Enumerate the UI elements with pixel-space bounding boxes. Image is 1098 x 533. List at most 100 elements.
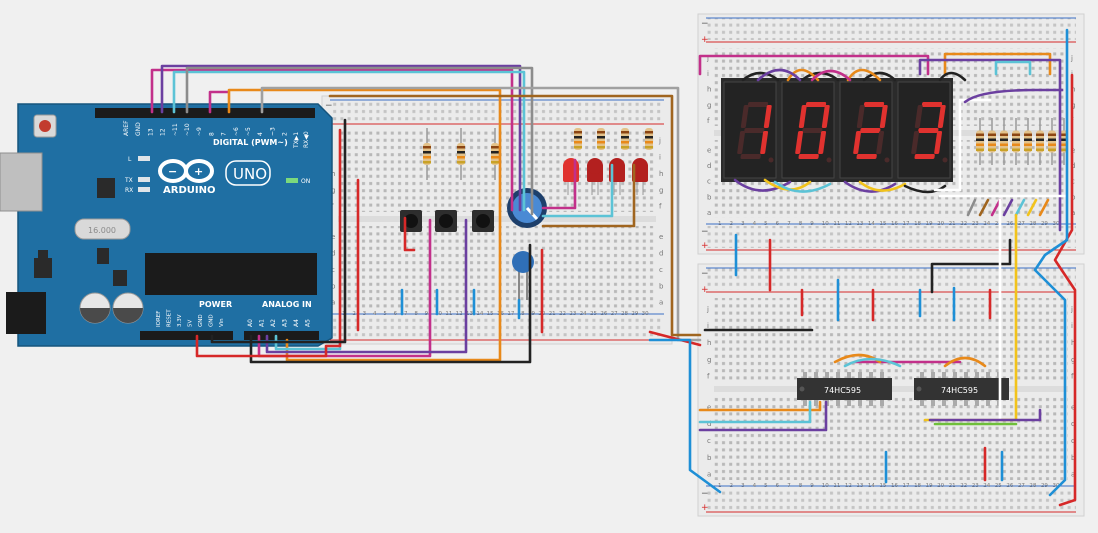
- analog-label: ANALOG IN: [262, 300, 312, 309]
- chip-pin: [858, 372, 862, 378]
- wire-black-disp-b: [903, 184, 947, 194]
- crystal: [74, 218, 131, 240]
- row-letter: j: [706, 305, 709, 313]
- arduino-infinity-logo: − +: [158, 159, 214, 183]
- digital-pin-label: ~11: [172, 123, 179, 136]
- display-resistor: [1060, 118, 1068, 165]
- resistor-band: [1024, 138, 1032, 141]
- push-button[interactable]: [472, 210, 494, 232]
- row-letter: b: [1071, 193, 1076, 201]
- chip-pin: [836, 400, 840, 406]
- segment-e: [853, 131, 862, 154]
- on-label: ON: [301, 178, 310, 185]
- column-number: 5: [764, 483, 768, 489]
- column-number: 28: [1029, 221, 1036, 227]
- column-number: 25: [995, 483, 1002, 489]
- column-number: 18: [914, 221, 921, 227]
- row-letter: j: [1070, 305, 1073, 313]
- chip-pin: [858, 400, 862, 406]
- row-letter: h: [331, 170, 335, 178]
- segment-c: [876, 131, 885, 154]
- digit-0: [737, 102, 772, 159]
- uno-badge: [225, 160, 271, 186]
- column-number: 24: [983, 221, 990, 227]
- column-number: 27: [611, 311, 618, 317]
- red-led: [587, 158, 603, 195]
- rail-bottom: [330, 316, 664, 338]
- wire-fan-7: [1038, 198, 1050, 217]
- power-header: [140, 331, 233, 340]
- wire-cyan-reg: [843, 357, 902, 368]
- column-number: 30: [642, 311, 649, 317]
- resistor-band: [597, 146, 605, 149]
- chip-pin: [920, 372, 924, 378]
- digital-pin-label: GND: [135, 122, 142, 136]
- segment-f: [914, 105, 923, 128]
- led-l-label: L: [128, 156, 132, 163]
- tx-pin-label: TX▶1: [293, 132, 300, 149]
- wire-purple-disp-top: [918, 58, 1062, 232]
- analog-pin-label: A4: [293, 319, 300, 327]
- led-rx-label: RX: [125, 187, 133, 194]
- power-pin-label: RESET: [167, 309, 173, 327]
- column-number: 21: [549, 311, 556, 317]
- rail-bottom: [706, 488, 1076, 510]
- wire-fan-3: [990, 198, 1002, 217]
- column-number: 12: [456, 311, 463, 317]
- shift-register-1: 74HC595: [914, 372, 1009, 406]
- column-number: 21: [949, 483, 956, 489]
- resistor-band: [457, 146, 465, 149]
- resistors-display: [976, 118, 1068, 165]
- push-button[interactable]: [435, 210, 457, 232]
- chip-pin: [836, 372, 840, 378]
- wire-blue-right: [1033, 28, 1069, 497]
- chip-pin: [964, 372, 968, 378]
- wire-black-a0: [249, 243, 532, 364]
- analog-pin-label: A3: [282, 319, 289, 327]
- chip-pin: [964, 400, 968, 406]
- column-number: 21: [949, 221, 956, 227]
- analog-pin-label: A5: [305, 319, 312, 327]
- column-number: 17: [507, 311, 514, 317]
- row-letter: e: [659, 233, 663, 241]
- row-letter: i: [707, 322, 709, 330]
- resistor-band: [1048, 148, 1056, 151]
- terminal-strip-top: [714, 298, 1068, 382]
- chip-pin: [847, 400, 851, 406]
- button-cap: [476, 214, 490, 228]
- wire-orange-disp-top: [943, 52, 1052, 76]
- column-number: 12: [845, 221, 852, 227]
- resistor-band: [423, 146, 431, 149]
- row-letter: b: [331, 282, 336, 290]
- column-number: 15: [879, 483, 886, 489]
- chip-pin: [975, 372, 979, 378]
- shift-registers: 74HC595 74HC595: [797, 372, 1009, 406]
- chip-label: 74HC595: [941, 386, 978, 395]
- wire-magenta-disp-top: [698, 54, 930, 76]
- resistor-band: [423, 156, 431, 159]
- chip-pin: [803, 400, 807, 406]
- display-resistor: [1024, 118, 1032, 165]
- resistor-band: [574, 131, 582, 134]
- row-letter: b: [707, 193, 712, 201]
- segment-b: [821, 105, 830, 128]
- resistor-band: [1000, 143, 1008, 146]
- resistor-band: [457, 156, 465, 159]
- column-number: 13: [466, 311, 473, 317]
- rail-minus: −: [325, 101, 333, 111]
- column-number: 6: [776, 483, 780, 489]
- led-tx-label: TX: [124, 177, 133, 184]
- wire-orange-disp-2: [846, 68, 882, 82]
- wire-blue-cross: [648, 338, 722, 494]
- row-letter: i: [1071, 322, 1073, 330]
- reset-button-cap[interactable]: [39, 120, 51, 132]
- power-pin-label: GND: [198, 314, 204, 327]
- column-number: 18: [518, 311, 525, 317]
- push-button[interactable]: [400, 210, 422, 232]
- shift-register-0: 74HC595: [797, 372, 892, 406]
- row-letter: h: [707, 339, 711, 347]
- column-number: 8: [799, 221, 803, 227]
- column-number: 7: [404, 311, 408, 317]
